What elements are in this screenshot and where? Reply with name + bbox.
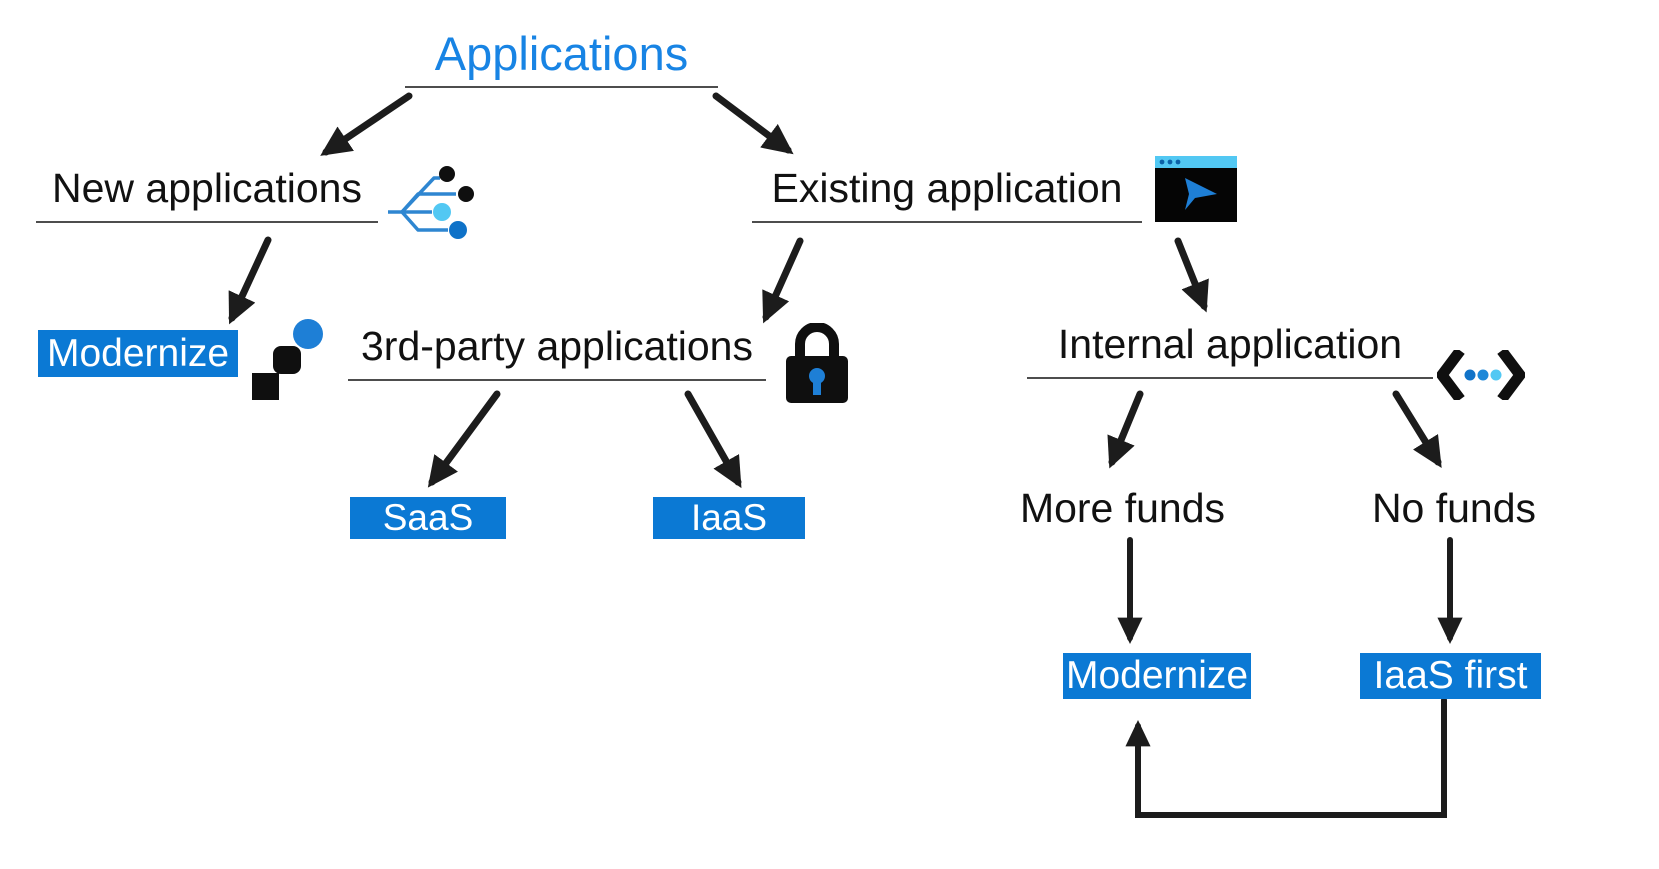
- node-modernize-right: Modernize: [1063, 653, 1251, 699]
- node-internal-application: Internal application: [1027, 320, 1433, 380]
- node-third-party-applications: 3rd-party applications: [348, 322, 766, 382]
- title-applications: Applications: [405, 26, 718, 88]
- node-new-applications: New applications: [36, 164, 378, 224]
- app-window-icon: [1155, 156, 1237, 222]
- node-iaas-first: IaaS first: [1360, 653, 1541, 699]
- modernize-icon: [252, 319, 323, 400]
- node-modernize-left: Modernize: [38, 330, 238, 377]
- node-more-funds: More funds: [1019, 485, 1226, 531]
- branch-icon: [388, 166, 474, 239]
- node-no-funds: No funds: [1371, 485, 1537, 531]
- code-icon: [1437, 350, 1525, 400]
- node-existing-application: Existing application: [752, 164, 1142, 224]
- node-iaas: IaaS: [653, 497, 805, 539]
- node-saas: SaaS: [350, 497, 506, 539]
- lock-icon: [786, 323, 848, 403]
